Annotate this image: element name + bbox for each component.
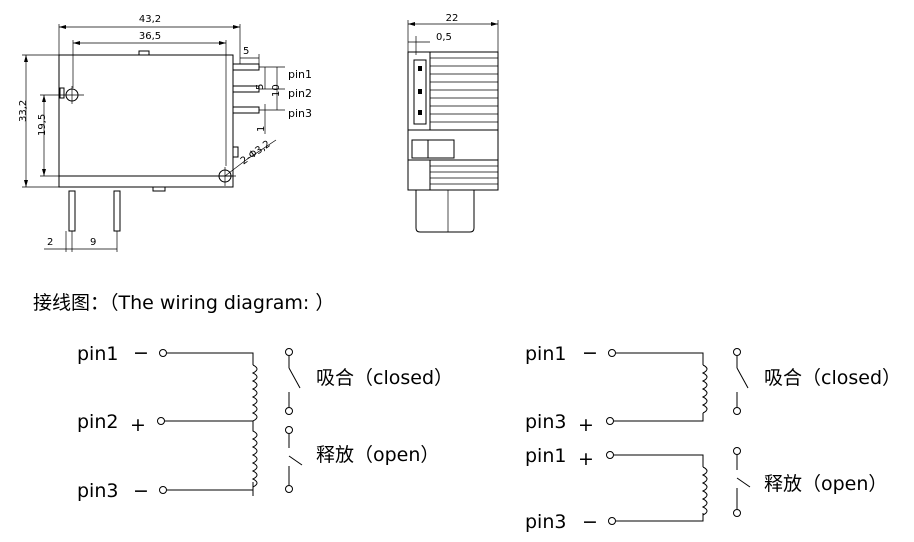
coil [251,364,258,496]
pin-label-2: pin2 [288,87,312,100]
pin [232,63,260,71]
polarity-sign: − [582,511,598,533]
wiring-right-bottom: pin1 pin3 + − 释放（open） [525,445,887,533]
side-body [407,51,499,191]
polarity-sign: + [578,414,594,436]
pin-label-1: pin1 [288,68,312,81]
pin-label: pin3 [525,411,566,433]
dim-pin-offset: 5 [243,46,249,57]
pin-label-3: pin3 [288,107,312,120]
coil [701,364,708,414]
dim-side-width: 22 [446,13,459,24]
polarity-sign: + [578,448,594,470]
polarity-sign: + [130,414,146,436]
pin-label: pin1 [525,343,566,365]
pin-label: pin3 [77,480,118,502]
leg [68,190,76,232]
pin [232,106,260,114]
wiring-right-top: pin1 pin3 − + 吸合（closed） [525,342,901,436]
wiring-title: 接线图：（The wiring diagram: ） [33,292,334,314]
contact-label: 释放（open） [764,473,887,495]
dim-pin-pitch-a: 5 [255,84,266,90]
contact-label: 吸合（closed） [764,367,901,389]
pin-label: pin1 [77,343,118,365]
pin-label: pin2 [77,411,118,433]
wiring-left: pin1 pin2 pin3 − + − 吸合（closed） 释放（open） [77,342,453,502]
contact-label: 吸合（closed） [316,367,453,389]
dim-width-total: 43,2 [139,14,161,25]
pin-label: pin1 [525,445,566,467]
dim-height-hole: 19,5 [37,114,48,136]
front-view: 43,2 36,5 5 5 10 1 pin1 pin2 pin3 2-Φ3,2 [18,14,312,252]
dim-foot-b: 9 [90,237,96,248]
pin-label: pin3 [525,511,566,533]
polarity-sign: − [582,342,598,364]
dim-hole-diameter: 2-Φ3,2 [239,139,273,167]
dim-height-total: 33,2 [18,100,29,122]
coil [701,466,708,516]
dim-width-inner: 36,5 [139,31,161,42]
mounting-hole [59,86,84,104]
relay-body [58,54,234,188]
dim-foot-a: 2 [47,237,53,248]
polarity-sign: − [133,480,149,502]
polarity-sign: − [133,342,149,364]
leg [113,190,121,232]
side-view: 22 0,5 [407,13,499,233]
dim-pin-width: 1 [256,126,267,132]
dim-side-offset: 0,5 [436,32,452,43]
dim-pin-pitch-b: 10 [271,84,282,97]
contact-label: 释放（open） [316,444,439,466]
